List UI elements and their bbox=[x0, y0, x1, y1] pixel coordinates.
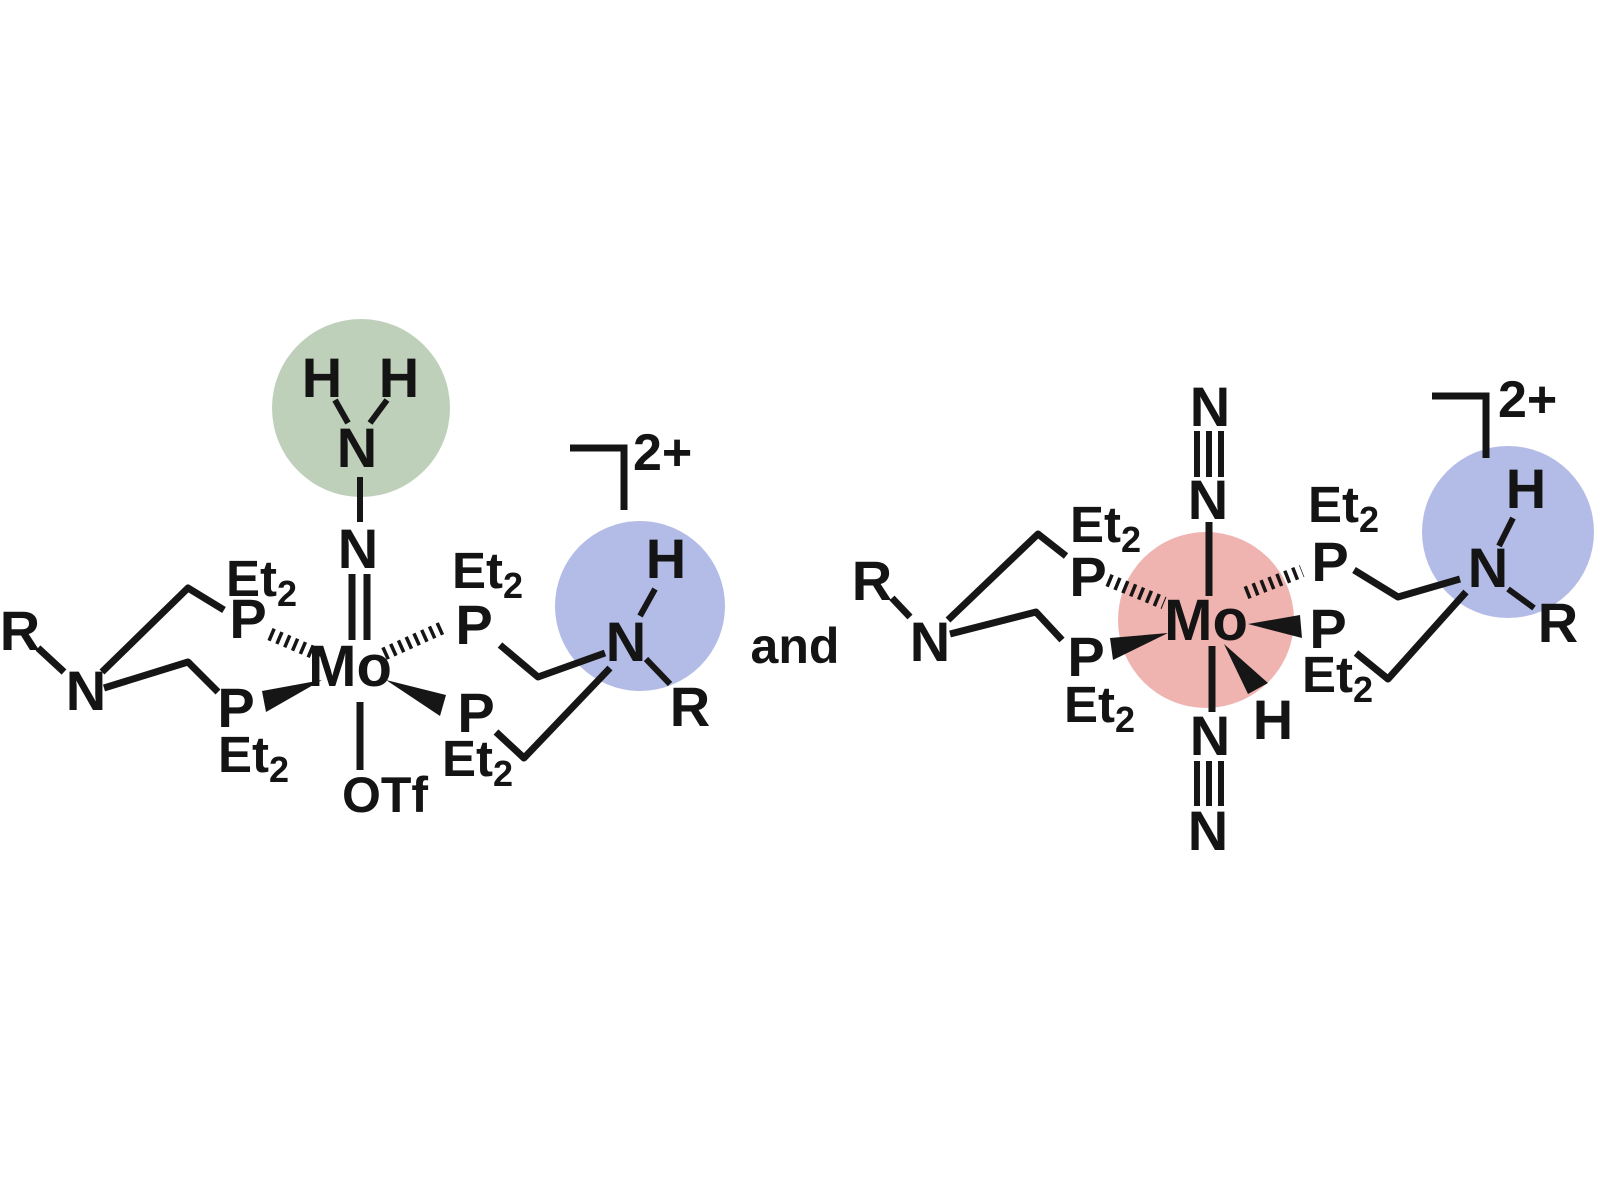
otf-label: OTf bbox=[342, 767, 428, 823]
et2-bottom-right-label: Et2 bbox=[442, 730, 513, 794]
bold-wedge-mo-h bbox=[1224, 644, 1268, 694]
amine-n-h-bond bbox=[1496, 516, 1516, 548]
n2-top-inner-n-label: N bbox=[1188, 468, 1228, 531]
right-amine-n-label: N bbox=[1468, 536, 1508, 599]
left-amine-n-label: N bbox=[910, 610, 950, 673]
left-amine-blue-highlight bbox=[555, 521, 725, 691]
and-label: and bbox=[751, 618, 840, 674]
mo-red-highlight bbox=[1118, 532, 1294, 708]
charge-label: 2+ bbox=[1498, 371, 1557, 429]
p-top-left-label: P bbox=[1069, 545, 1106, 608]
n-to-top-left-p-chain bbox=[945, 530, 1069, 623]
p-bottom-right-label: P bbox=[1309, 597, 1346, 660]
r-n-bond bbox=[35, 645, 67, 675]
et2-top-left-label: Et2 bbox=[226, 550, 297, 614]
n2-bottom-inner-n-label: N bbox=[1190, 704, 1230, 767]
et2-bottom-right-label: Et2 bbox=[1302, 646, 1373, 710]
charge-bracket bbox=[570, 444, 628, 510]
et2-bottom-left-label: Et2 bbox=[1064, 676, 1135, 740]
hydrazide-n-inner-label: N bbox=[338, 517, 378, 580]
et2-top-left-label: Et2 bbox=[1070, 496, 1141, 560]
p-bottom-left-label: P bbox=[1067, 625, 1104, 688]
right-amine-h-label: H bbox=[1506, 457, 1546, 520]
charge-label: 2+ bbox=[633, 424, 692, 482]
mo-label: Mo bbox=[308, 634, 392, 699]
bold-wedge-p-mo bbox=[262, 680, 322, 712]
n-to-bottom-left-p-chain bbox=[949, 608, 1065, 643]
right-amine-r-label: R bbox=[1538, 591, 1578, 654]
left-amine-r-label: R bbox=[852, 549, 892, 612]
hydrazide-green-highlight bbox=[272, 319, 450, 497]
amine-n-r-bond bbox=[1506, 586, 1536, 611]
mo-label: Mo bbox=[1164, 588, 1248, 653]
p-top-left-label: P bbox=[229, 587, 266, 650]
p-top-right-label: P bbox=[1311, 530, 1348, 593]
n2-top-outer-n-label: N bbox=[1190, 375, 1230, 438]
bold-wedge-p-mo bbox=[1110, 633, 1168, 660]
hashed-wedge-mo-p bbox=[1243, 564, 1305, 600]
right-complex: R N P Et2 P Et2 Mo N N N N H P Et2 P Et2… bbox=[852, 371, 1594, 862]
n-h-left-bond bbox=[332, 398, 351, 425]
et2-top-right-label: Et2 bbox=[452, 542, 523, 606]
p-bottom-left-label: P bbox=[217, 676, 254, 739]
hashed-wedge-p-mo bbox=[267, 628, 327, 663]
amine-n-r-bond bbox=[643, 656, 673, 687]
hashed-wedge-mo-p bbox=[381, 621, 447, 660]
n-to-bottom-left-p-chain bbox=[102, 658, 221, 695]
et2-bottom-left-label: Et2 bbox=[218, 726, 289, 790]
hydrazide-h-left-label: H bbox=[302, 346, 342, 409]
left-amine-n-label: N bbox=[66, 659, 106, 722]
hydrazide-n-outer-label: N bbox=[337, 416, 377, 479]
p-top-right-label: P bbox=[455, 593, 492, 656]
n-to-top-left-p-chain bbox=[99, 584, 226, 675]
hashed-wedge-p-mo bbox=[1105, 573, 1167, 610]
right-amine-h-label: H bbox=[646, 527, 686, 590]
left-amine-r-label: R bbox=[0, 599, 40, 662]
n-to-bottom-right-p-chain bbox=[1353, 589, 1469, 683]
bold-wedge-mo-p bbox=[386, 680, 446, 716]
right-amine-r-label: R bbox=[670, 675, 710, 738]
charge-bracket bbox=[1432, 392, 1490, 458]
et2-top-right-label: Et2 bbox=[1308, 476, 1379, 540]
p-bottom-right-label: P bbox=[457, 681, 494, 744]
top-right-p-to-n-chain bbox=[497, 642, 607, 681]
hydrazide-h-right-label: H bbox=[379, 346, 419, 409]
right-amine-n-label: N bbox=[606, 610, 646, 673]
r-n-bond bbox=[889, 595, 913, 620]
bold-wedge-mo-p bbox=[1248, 615, 1302, 638]
n2-bottom-outer-n-label: N bbox=[1188, 799, 1228, 862]
amine-n-h-bond bbox=[637, 587, 658, 618]
hydride-h-label: H bbox=[1253, 688, 1293, 751]
bottom-right-p-to-n-chain bbox=[493, 665, 613, 762]
n-h-right-bond bbox=[367, 398, 390, 425]
left-complex: H H N N Mo OTf R N P Et2 P Et2 P Et2 P E… bbox=[0, 319, 725, 823]
top-right-p-to-n-chain bbox=[1352, 567, 1461, 601]
